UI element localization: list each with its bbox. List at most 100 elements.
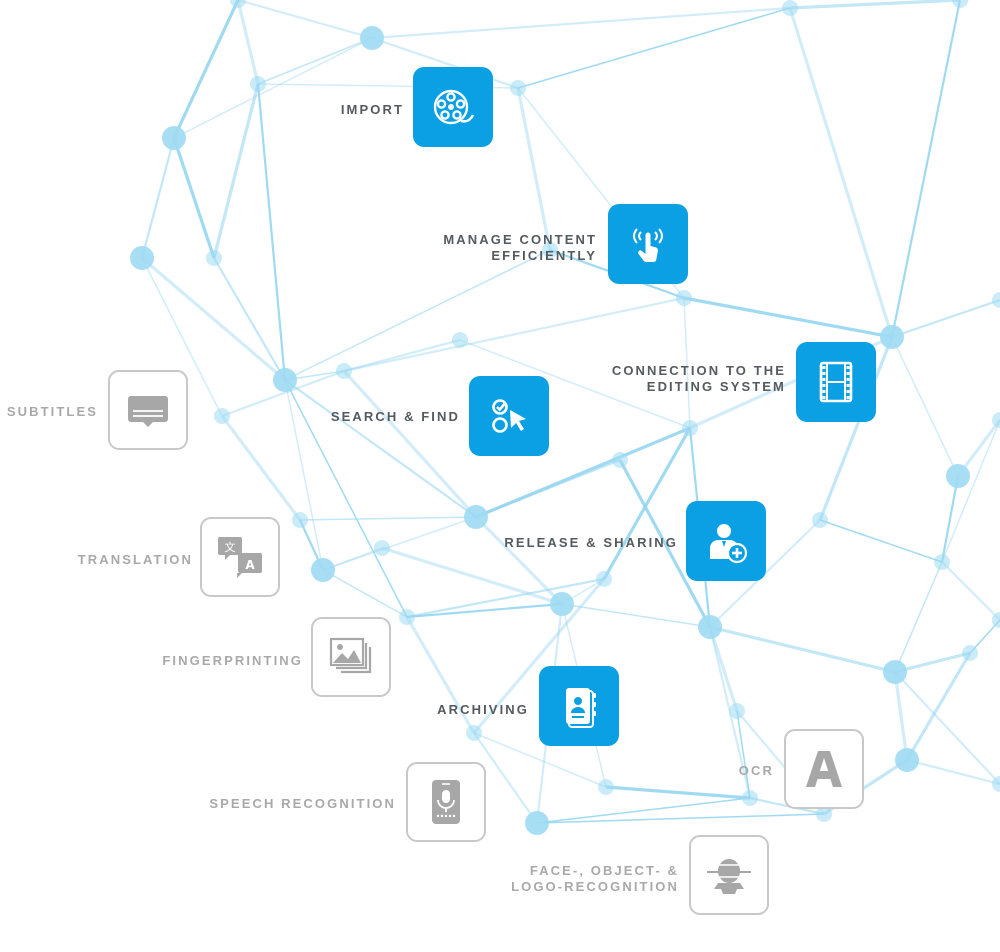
release-sharing-tile[interactable]	[686, 501, 766, 581]
network-edge	[284, 379, 324, 571]
network-edge	[894, 561, 943, 673]
ocr-tile[interactable]	[784, 729, 864, 809]
network-edge	[221, 369, 345, 418]
network-edge	[406, 602, 563, 619]
editing-system-label: CONNECTION TO THE EDITING SYSTEM	[612, 363, 786, 395]
svg-text:A: A	[245, 558, 255, 572]
face-recognition-tile[interactable]	[689, 835, 769, 915]
network-node	[992, 612, 1000, 628]
network-edge	[299, 516, 477, 521]
editing-system-tile[interactable]	[796, 342, 876, 422]
network-edge	[736, 710, 751, 799]
network-node	[206, 250, 222, 266]
import-label: IMPORT	[340, 102, 404, 117]
network-edge	[172, 137, 216, 259]
network-edge	[284, 379, 477, 518]
network-edge	[561, 603, 711, 628]
network-edge	[894, 671, 1000, 785]
network-node	[230, 0, 246, 8]
ocr-label: OCR	[738, 763, 774, 778]
network-edge	[342, 369, 478, 519]
network-edge	[284, 379, 408, 618]
network-edge	[819, 519, 943, 563]
network-edge	[788, 7, 894, 338]
manage-content-tile[interactable]	[608, 204, 688, 284]
network-node	[360, 26, 384, 50]
network-node	[962, 645, 978, 661]
letter-a-icon	[806, 751, 842, 787]
network-edge	[940, 475, 960, 563]
network-node	[598, 779, 614, 795]
network-edge	[683, 296, 893, 339]
network-node	[250, 76, 266, 92]
translation-label: TRANSLATION	[77, 552, 193, 567]
network-node	[992, 412, 1000, 428]
network-edge	[602, 427, 692, 580]
network-edge	[405, 616, 476, 734]
network-edge	[473, 732, 607, 788]
network-edge	[709, 625, 896, 674]
film-strip-icon	[819, 361, 853, 403]
network-edge	[789, 0, 961, 10]
network-node	[812, 512, 828, 528]
network-node	[883, 660, 907, 684]
network-node	[934, 554, 950, 570]
network-edge	[906, 758, 1000, 786]
network-node	[992, 292, 1000, 308]
network-edge	[257, 37, 373, 85]
network-node	[782, 0, 798, 16]
subtitles-tile[interactable]	[108, 370, 188, 450]
network-edge	[141, 257, 223, 417]
network-node	[880, 325, 904, 349]
network-node	[162, 126, 186, 150]
manage-content-line1: MANAGE CONTENT	[443, 232, 597, 247]
network-edge	[891, 336, 959, 477]
network-edge	[381, 546, 563, 606]
network-edge	[618, 459, 712, 628]
network-node	[612, 452, 628, 468]
network-edge	[213, 257, 286, 381]
network-edge	[236, 0, 260, 85]
network-node	[525, 811, 549, 835]
editing-system-line1: CONNECTION TO THE	[611, 363, 786, 378]
translation-tile[interactable]: 文 A	[200, 517, 280, 597]
network-edge	[212, 83, 260, 259]
network-node	[374, 540, 390, 556]
fingerprinting-label: FINGERPRINTING	[162, 653, 303, 668]
release-sharing-label: RELEASE & SHARING	[504, 535, 678, 550]
manage-content-label: MANAGE CONTENT EFFICIENTLY	[443, 232, 597, 264]
search-find-tile[interactable]	[469, 376, 549, 456]
address-book-icon	[566, 688, 596, 728]
network-edge	[517, 7, 791, 89]
fingerprinting-tile[interactable]	[311, 617, 391, 697]
network-edge	[708, 626, 739, 712]
network-edge	[536, 797, 751, 824]
face-recognition-line1: FACE-, OBJECT- &	[529, 863, 679, 878]
network-node	[742, 790, 758, 806]
network-node	[130, 246, 154, 270]
images-icon	[329, 637, 372, 674]
import-tile[interactable]	[413, 67, 493, 147]
face-scan-icon	[707, 859, 751, 894]
network-edge	[173, 37, 373, 139]
subtitles-label: SUBTITLES	[6, 404, 98, 419]
network-edge	[371, 6, 791, 40]
network-edge	[516, 87, 552, 251]
network-node	[542, 242, 558, 258]
network-edge	[220, 415, 302, 521]
face-recognition-line2: LOGO-RECOGNITION	[511, 879, 679, 894]
network-node	[676, 290, 692, 306]
network-edge	[683, 297, 691, 429]
network-edge	[237, 0, 373, 40]
search-find-label: SEARCH & FIND	[330, 409, 460, 424]
network-node	[596, 571, 612, 587]
speech-recognition-tile[interactable]	[406, 762, 486, 842]
manage-content-line2: EFFICIENTLY	[491, 248, 597, 263]
network-edge	[905, 652, 972, 761]
network-node	[816, 806, 832, 822]
network-node	[464, 505, 488, 529]
network-edge	[284, 249, 551, 381]
archiving-tile[interactable]	[539, 666, 619, 746]
network-edge	[536, 813, 825, 824]
network-edge	[473, 732, 538, 824]
